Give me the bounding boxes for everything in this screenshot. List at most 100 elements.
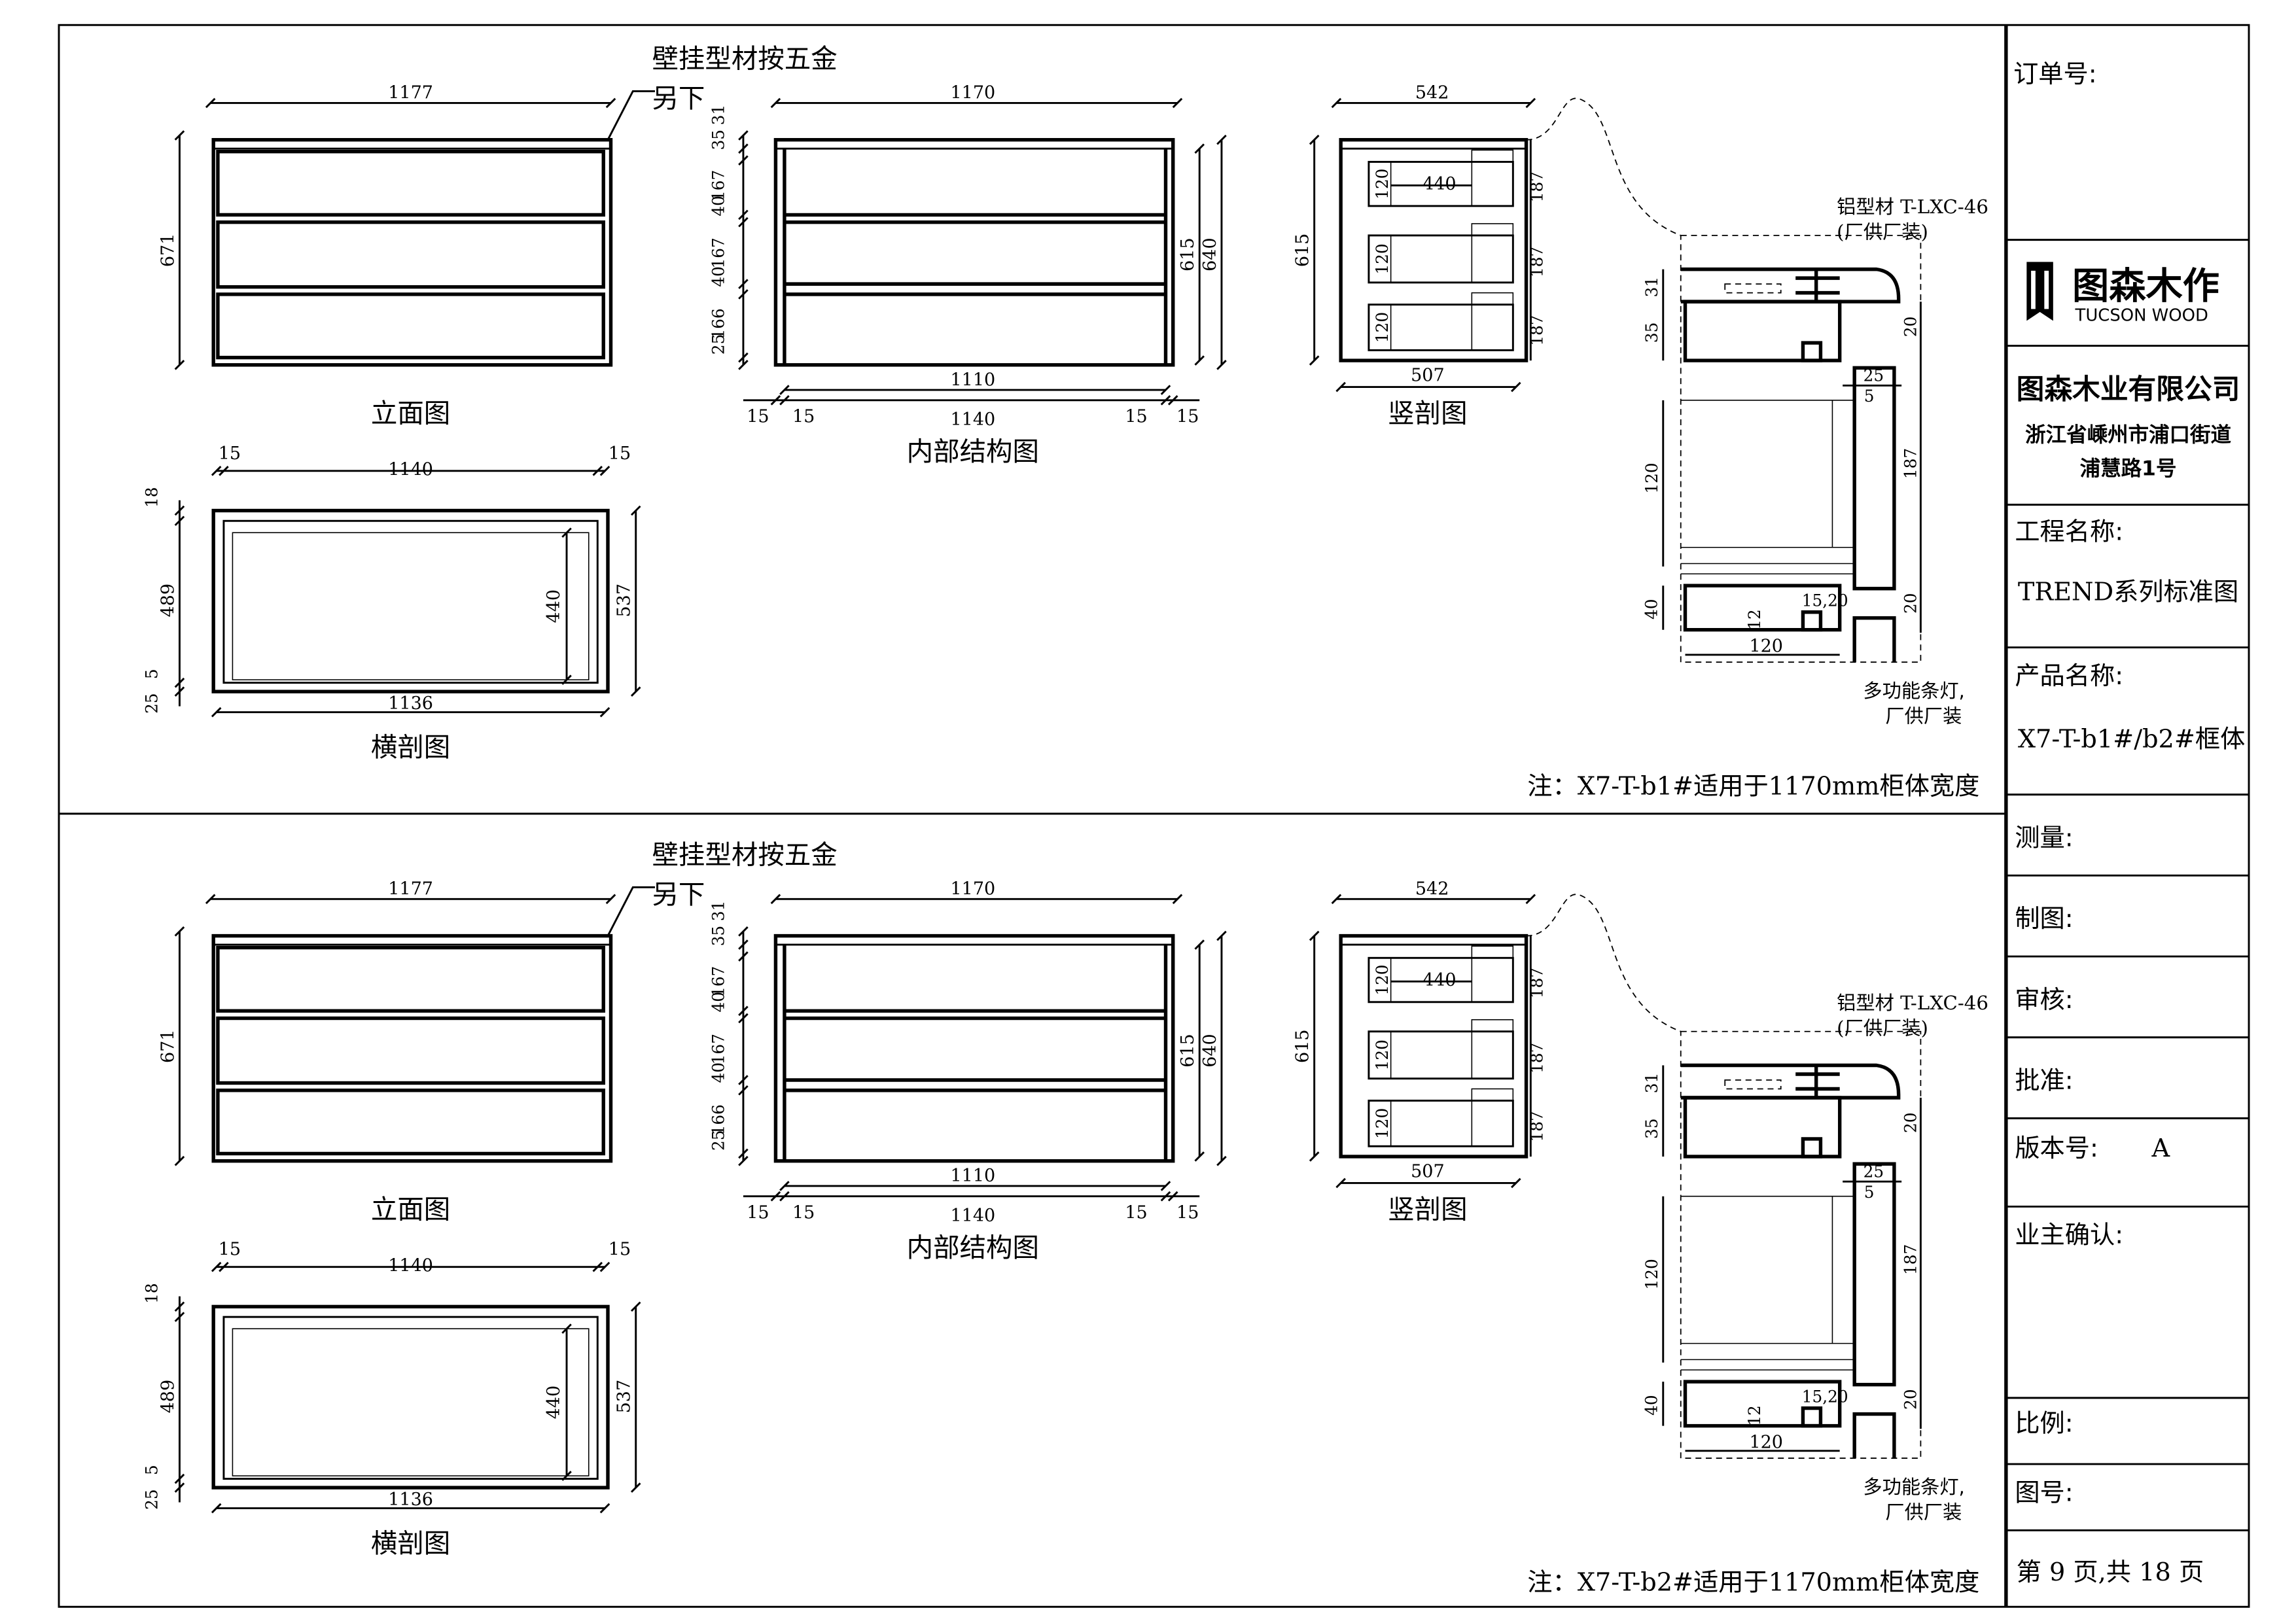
view-title: 立面图: [371, 1193, 450, 1225]
dimension-label: 507: [1411, 1161, 1445, 1181]
dimension-label: 18: [143, 1283, 162, 1303]
groove: [1801, 610, 1823, 632]
dimension-label: 537: [614, 1380, 635, 1414]
dimension-tick: [205, 97, 216, 109]
dimension-label: 1136: [388, 693, 433, 714]
dimension-label: 640: [1200, 1034, 1220, 1068]
profile-detail-view: 铝型材 T-LXC-46(厂供厂装)3135120402018720255121…: [1526, 894, 1988, 1523]
leader-line: [607, 886, 655, 937]
drawer-front: [1471, 1019, 1514, 1079]
dimension-label: 15: [1125, 407, 1147, 427]
dimension-label: 18: [143, 487, 162, 508]
light-strip-label: 多功能条灯,: [1863, 1476, 1964, 1498]
order-number-label: 订单号:: [2013, 60, 2097, 89]
drawer-front: [216, 1016, 605, 1085]
dimension-tick: [1194, 143, 1205, 154]
dimension-tick: [1194, 355, 1205, 366]
dimension-label: 120: [1373, 243, 1392, 274]
dimension-label: 167: [709, 1034, 728, 1064]
dimension-tick: [1216, 360, 1227, 370]
dimension-label: 1170: [950, 83, 995, 103]
company-address: 浙江省嵊州市浦口街道: [2025, 423, 2231, 447]
dimension-label: 167: [709, 966, 728, 997]
dimension-tick: [1309, 134, 1320, 145]
dimension-tick: [211, 1261, 222, 1272]
dimension-label: 615: [1178, 1034, 1198, 1068]
dimension-label: 167: [709, 237, 728, 268]
panel-note: 注：X7-T-b1#适用于1170mm柜体宽度: [1527, 773, 1979, 801]
light-strip-note: 厂供厂装: [1885, 1501, 1962, 1523]
dimension-tick: [174, 1473, 185, 1484]
owner-confirm-label: 业主确认:: [2015, 1221, 2123, 1250]
dimension-tick: [174, 360, 185, 370]
dimension-tick: [592, 466, 603, 476]
dimension-tick: [1167, 395, 1178, 406]
dimension-label: 166: [709, 1104, 728, 1135]
project-name-value: TREND系列标准图: [2018, 578, 2238, 607]
dimension-tick: [1172, 894, 1183, 905]
dimension-tick: [1216, 134, 1227, 145]
dimension-tick: [770, 1191, 781, 1202]
dimension-label: 1140: [950, 1206, 995, 1226]
dimension-tick: [1194, 939, 1205, 950]
dimension-label: 166: [709, 308, 728, 339]
cabinet-outline: [773, 137, 1175, 367]
dimension-tick: [599, 707, 610, 718]
dimension-label: 20: [1901, 317, 1920, 337]
profile-label: 铝型材 T-LXC-46: [1837, 196, 1988, 218]
dimension-label: 25: [1863, 366, 1884, 385]
dimension-label: 120: [1642, 462, 1661, 493]
dimension-label: 31: [1642, 277, 1661, 297]
dimension-label: 40: [1642, 1395, 1661, 1415]
logo-text-cn: 图森木作: [2072, 266, 2219, 308]
dimension-label: 187: [1901, 1244, 1920, 1275]
light-strip-bar: [1852, 1162, 1896, 1387]
dimension-label: 489: [158, 584, 178, 618]
drawer-front: [1471, 223, 1514, 283]
groove: [1801, 341, 1823, 362]
cabinet-outline: [1339, 934, 1528, 1159]
dimension-label: 440: [1422, 970, 1457, 990]
approved-by-label: 批准:: [2015, 1066, 2073, 1095]
inner-outline: [222, 519, 599, 684]
dimension-label: 40: [709, 266, 728, 287]
dimension-label: 40: [1642, 599, 1661, 619]
dimension-label: 31: [709, 901, 728, 921]
drawer-front-section: [1683, 584, 1842, 632]
dimension-tick: [174, 515, 185, 527]
dimension-label: 615: [1178, 237, 1198, 271]
dimension-label: 15: [792, 1202, 815, 1223]
dimension-tick: [738, 217, 749, 228]
view-title: 内部结构图: [907, 1232, 1039, 1263]
dimension-tick: [174, 686, 185, 697]
page-info: 第 9 页,共 18 页: [2017, 1558, 2204, 1587]
view-title: 竖剖图: [1388, 398, 1467, 429]
dimension-label: 20: [1901, 1389, 1920, 1409]
dimension-tick: [599, 1261, 610, 1272]
dimension-label: 25: [143, 693, 162, 713]
light-strip-bar: [1852, 366, 1896, 591]
dimension-tick: [1216, 930, 1227, 941]
aluminum-profile: [1680, 1063, 1901, 1100]
measure-label: 测量:: [2015, 824, 2073, 852]
hidden-slot: [1724, 283, 1782, 294]
detail-callout-curve: [1526, 894, 1682, 1032]
dimension-label: 15: [609, 1240, 631, 1260]
dimension-label: 120: [1749, 1432, 1783, 1452]
dimension-tick: [738, 155, 749, 166]
dimension-label: 40: [709, 196, 728, 216]
dimension-label: 12: [1745, 1405, 1764, 1425]
dimension-label: 440: [544, 1386, 564, 1420]
version-label: 版本号:: [2015, 1134, 2098, 1163]
dimension-tick: [1525, 894, 1536, 905]
dimension-label: 25: [143, 1489, 162, 1509]
dimension-tick: [561, 674, 572, 685]
cabinet-outline: [1339, 137, 1528, 362]
dimension-label: 615: [1293, 234, 1313, 268]
dimension-label: 615: [1293, 1030, 1313, 1064]
aluminum-profile: [1680, 267, 1901, 304]
